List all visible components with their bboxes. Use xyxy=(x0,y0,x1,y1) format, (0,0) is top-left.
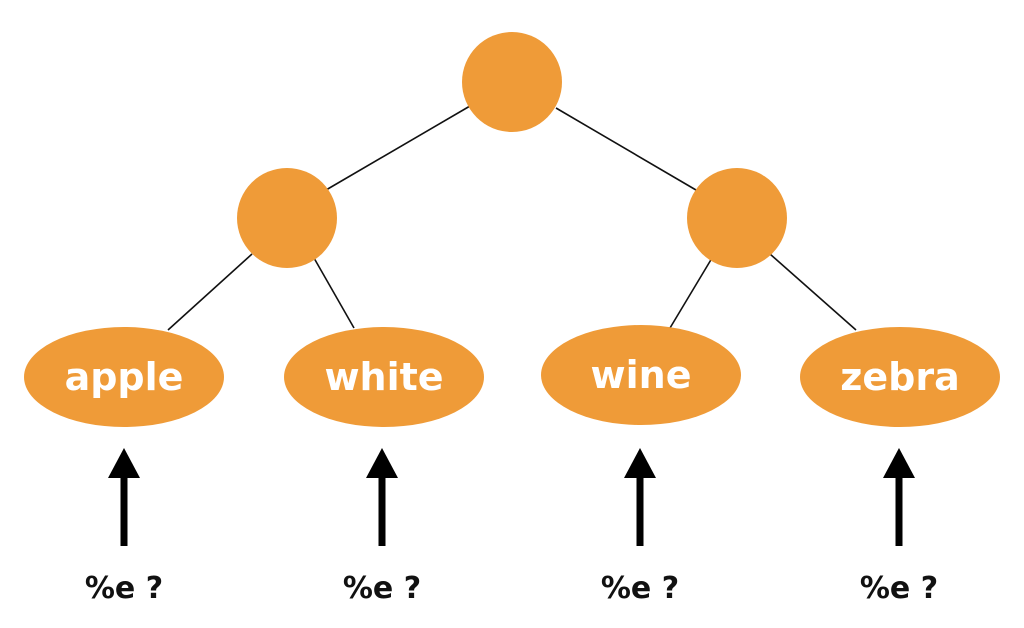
up-arrow-icon xyxy=(624,448,656,546)
leaf-ellipse xyxy=(24,327,224,427)
leaf-label-zebra: zebra xyxy=(840,355,959,399)
query-label: %e ? xyxy=(343,571,421,606)
leaf-label-apple: apple xyxy=(65,355,184,399)
edge-root-right xyxy=(555,107,697,191)
leaf-ellipse xyxy=(800,327,1000,427)
leaf-node-white: white xyxy=(284,327,484,427)
query-label: %e ? xyxy=(85,571,163,606)
leaf-node-apple: apple xyxy=(24,327,224,427)
leaf-node-zebra: zebra xyxy=(800,327,1000,427)
query-label: %e ? xyxy=(860,571,938,606)
query-labels: %e ? %e ? %e ? %e ? xyxy=(85,571,938,606)
query-arrows xyxy=(108,448,915,546)
edge-left-white xyxy=(313,257,355,329)
leaf-label-wine: wine xyxy=(591,353,692,397)
query-label: %e ? xyxy=(601,571,679,606)
leaf-nodes: apple white wine zebra xyxy=(24,325,1000,427)
leaf-node-wine: wine xyxy=(541,325,741,425)
edge-right-zebra xyxy=(769,253,857,331)
edge-root-left xyxy=(325,105,471,191)
leaf-ellipse xyxy=(541,325,741,425)
leaf-ellipse xyxy=(284,327,484,427)
edge-right-wine xyxy=(669,257,713,329)
up-arrow-icon xyxy=(108,448,140,546)
up-arrow-icon xyxy=(366,448,398,546)
leaf-label-white: white xyxy=(324,355,443,399)
internal-nodes xyxy=(237,32,787,268)
up-arrow-icon xyxy=(883,448,915,546)
edge-left-apple xyxy=(167,253,253,331)
internal-node-right xyxy=(687,168,787,268)
root-node xyxy=(462,32,562,132)
tree-edges xyxy=(167,105,857,331)
internal-node-left xyxy=(237,168,337,268)
